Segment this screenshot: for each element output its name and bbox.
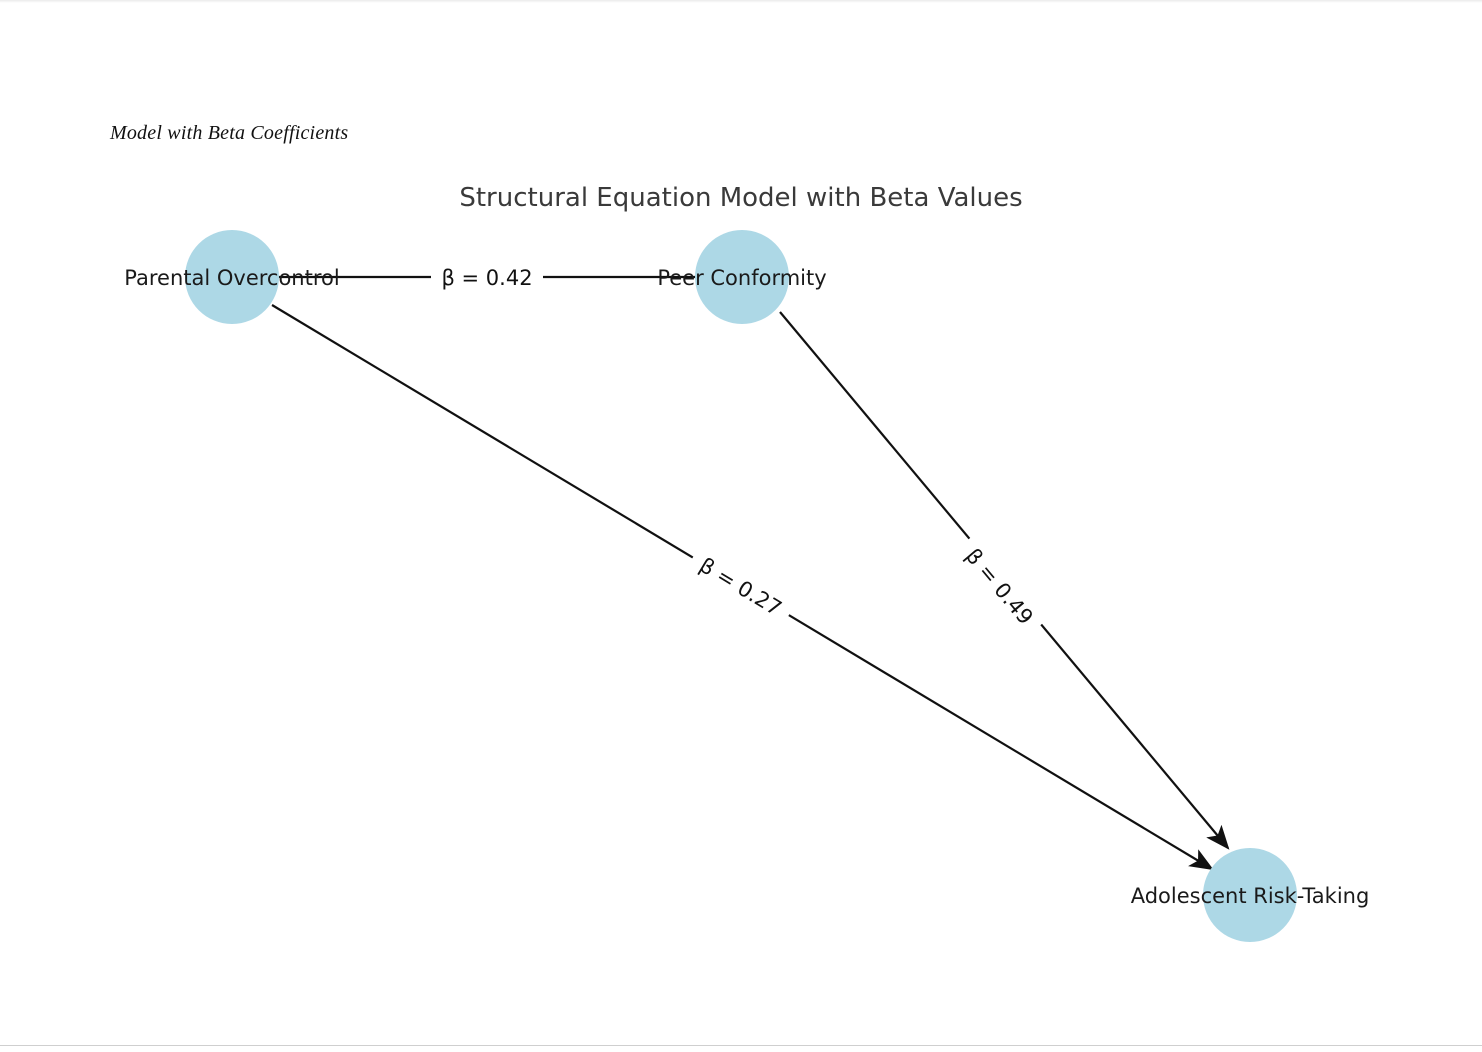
node-label-peer-conformity: Peer Conformity (657, 266, 826, 290)
edge-label-backdrop-027 (685, 544, 797, 628)
edge-label-beta-027: β = 0.27 (695, 553, 785, 620)
edge-group (271, 275, 1230, 871)
node-label-group: Parental Overcontrol Peer Conformity Ado… (124, 266, 1369, 908)
node-adolescent-risk-taking[interactable] (1203, 848, 1297, 942)
figure-caption: Model with Beta Coefficients (110, 122, 349, 144)
node-parental-overcontrol[interactable] (185, 230, 279, 324)
edge-label-beta-049: β = 0.49 (961, 544, 1038, 629)
edge-label-backdrop-049 (952, 533, 1048, 639)
node-peer-conformity[interactable] (695, 230, 789, 324)
page-bottom-rule (0, 1045, 1482, 1046)
page-top-rule (0, 0, 1482, 3)
node-label-parental-overcontrol: Parental Overcontrol (124, 266, 339, 290)
edge-label-beta-042: β = 0.42 (441, 266, 532, 290)
chart-title: Structural Equation Model with Beta Valu… (459, 183, 1022, 213)
node-label-adolescent-risk-taking: Adolescent Risk-Taking (1131, 884, 1370, 908)
edge-label-backdrop-042 (431, 262, 543, 292)
node-group (185, 230, 1297, 942)
